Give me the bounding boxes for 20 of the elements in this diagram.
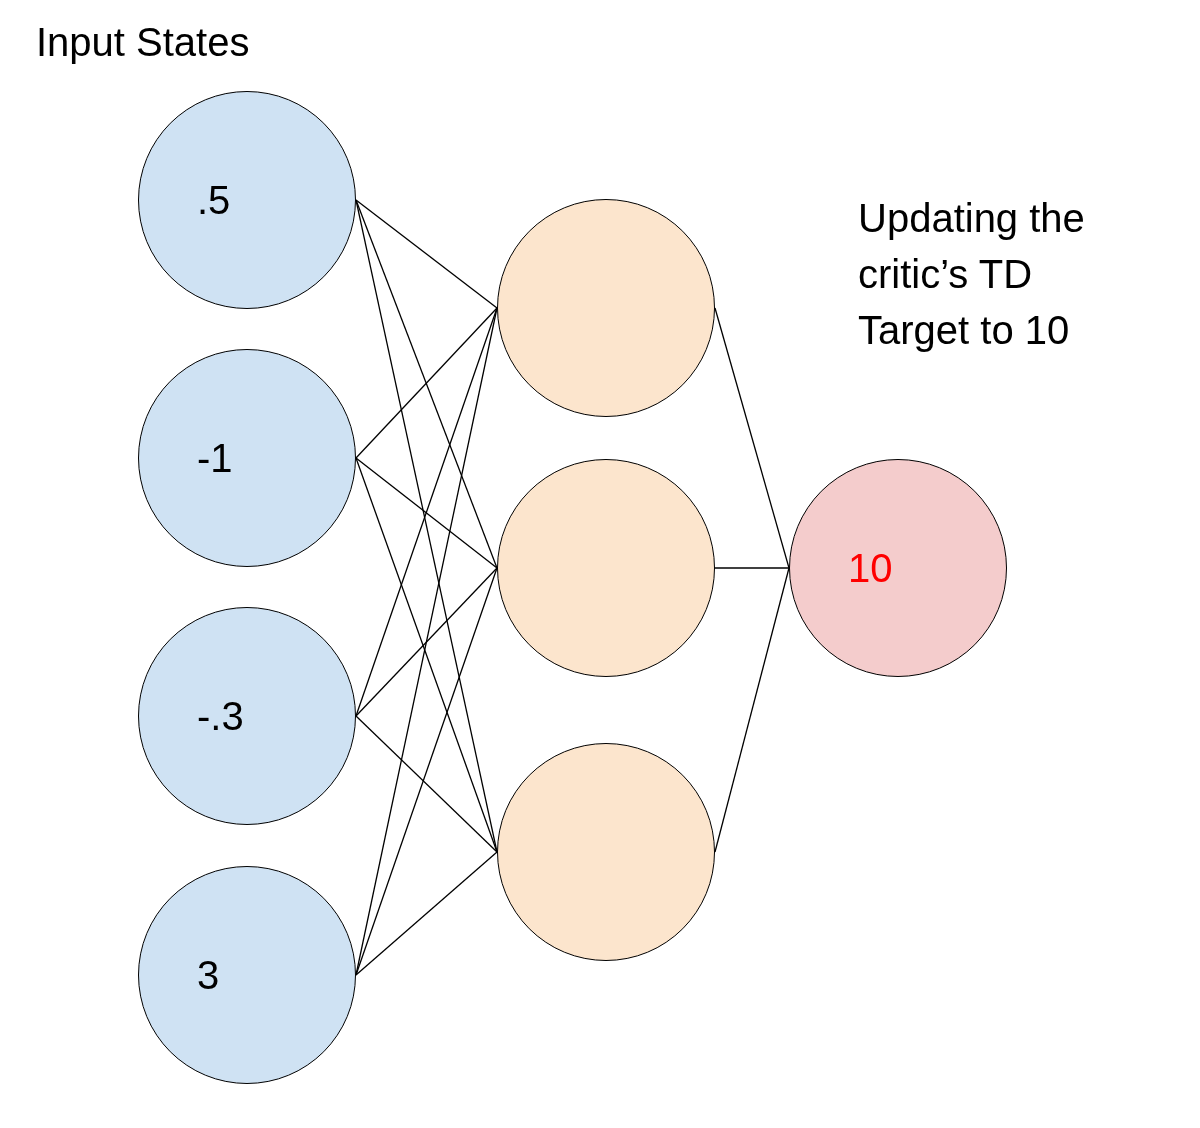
- connection-line: [355, 199, 498, 309]
- connection-line: [355, 457, 498, 569]
- connection-line: [355, 199, 498, 569]
- layer-title: Input States: [36, 19, 251, 66]
- connection-line: [355, 567, 498, 717]
- node-value: .5: [197, 180, 231, 220]
- node-value: -1: [197, 438, 233, 478]
- connection-line: [355, 851, 498, 976]
- connection-line: [355, 307, 498, 459]
- node-value: 3: [197, 955, 220, 995]
- annotation-text: Updating the critic’s TD Target to 10: [858, 195, 1086, 354]
- connection-line: [355, 457, 498, 853]
- connection-line: [355, 715, 498, 853]
- connection-line: [714, 567, 790, 853]
- connection-line: [355, 567, 498, 976]
- node-value: 10: [848, 548, 893, 588]
- connection-line: [355, 307, 498, 717]
- connection-line: [714, 307, 790, 569]
- node-value: -.3: [197, 696, 244, 736]
- connection-line: [714, 567, 790, 569]
